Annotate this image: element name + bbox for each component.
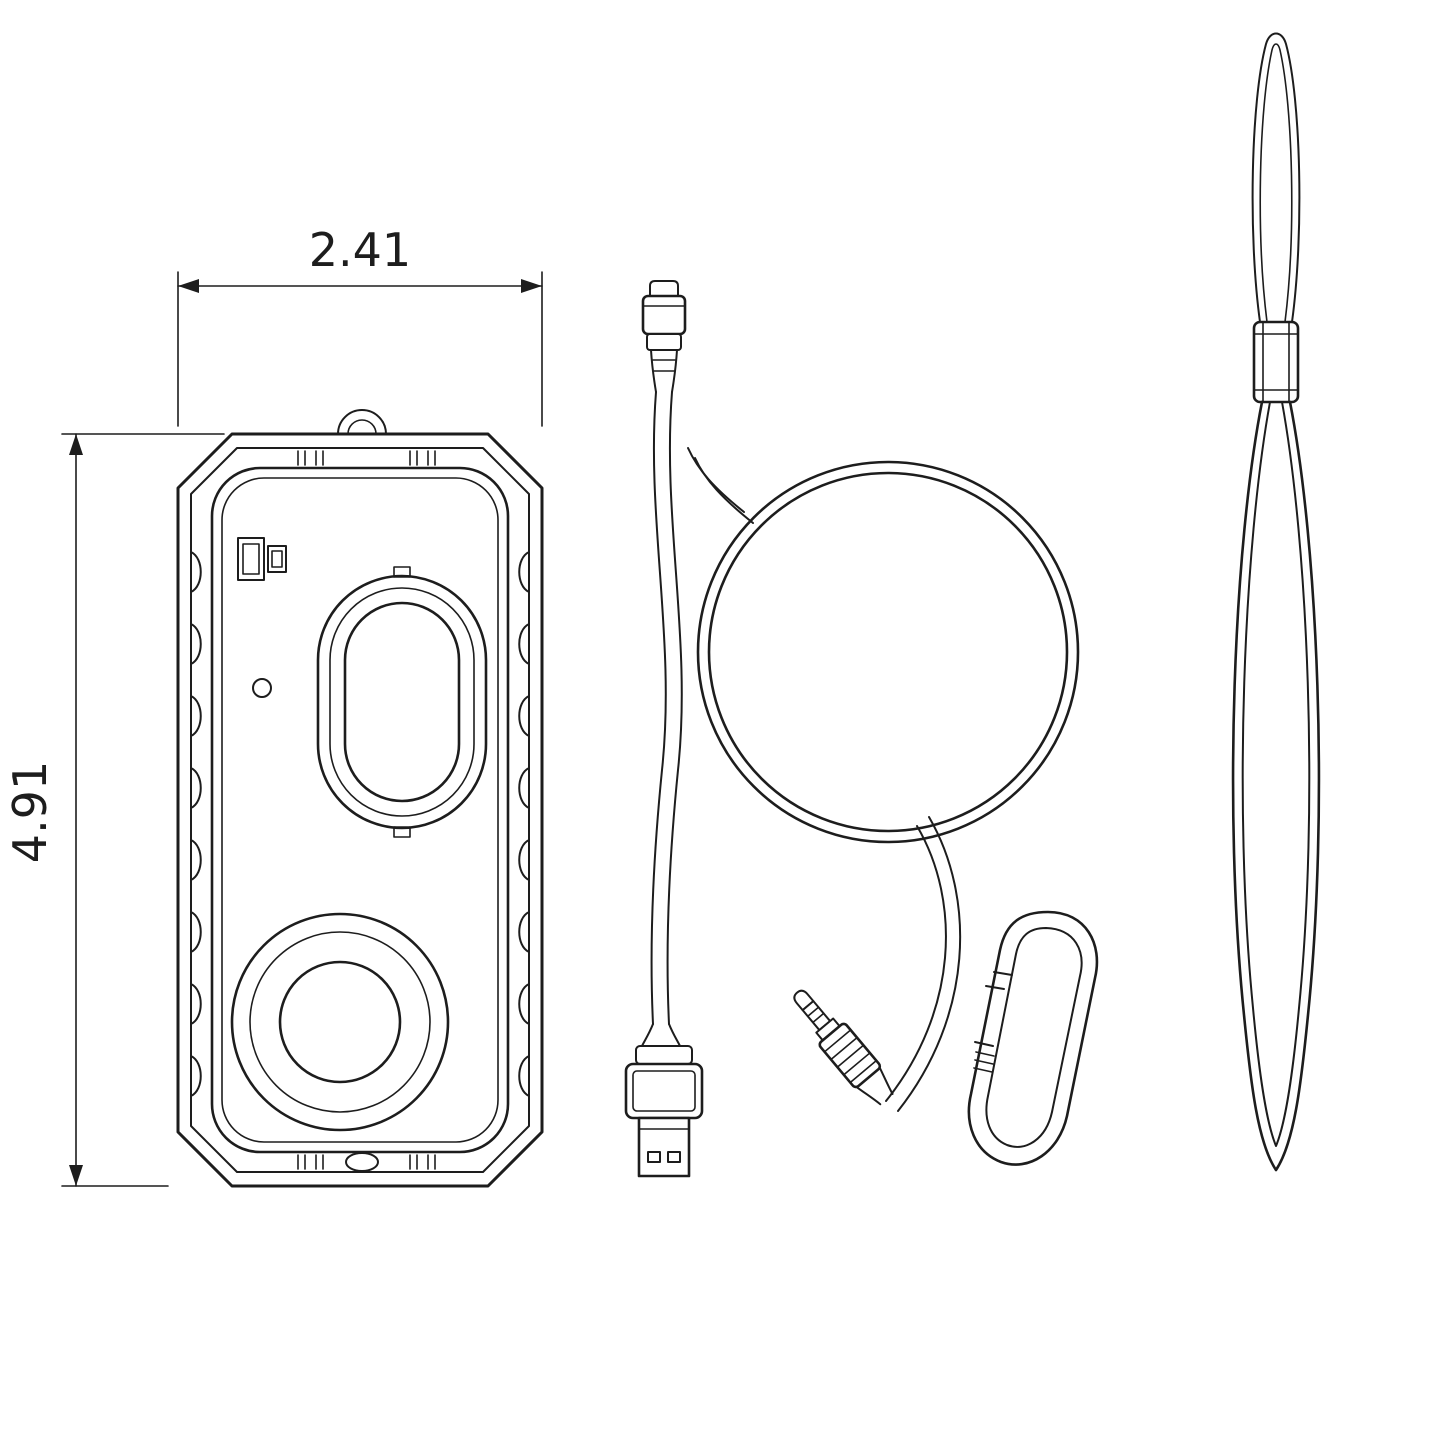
arrowhead-right-icon bbox=[521, 279, 542, 293]
arrowhead-down-icon bbox=[69, 1165, 83, 1186]
height-dimension: 4.91 bbox=[3, 433, 225, 1187]
width-dimension: 2.41 bbox=[177, 223, 543, 427]
carabiner-outer-outline bbox=[967, 910, 1099, 1166]
case-lid-outline bbox=[210, 466, 510, 1154]
carabiner bbox=[967, 910, 1099, 1166]
arrowhead-left-icon bbox=[178, 279, 199, 293]
jack-tip bbox=[793, 989, 815, 1012]
vent-marks-top bbox=[297, 450, 436, 466]
usb-a-body bbox=[624, 1062, 704, 1120]
height-dimension-label: 4.91 bbox=[3, 761, 57, 863]
usb-cable-wire bbox=[650, 391, 683, 1025]
micro-usb-connector bbox=[641, 280, 687, 393]
carabiner-gate bbox=[973, 971, 1013, 1073]
width-dimension-label: 2.41 bbox=[309, 223, 411, 277]
phone-window bbox=[316, 566, 488, 838]
aux-cable bbox=[687, 447, 1080, 1112]
arrowhead-up-icon bbox=[69, 434, 83, 455]
micro-usb-collar bbox=[646, 333, 682, 351]
window-tab-bottom bbox=[393, 826, 411, 838]
usb-a-contact-hole bbox=[647, 1151, 661, 1163]
case-lid-inner-outline bbox=[221, 477, 499, 1143]
vent-marks-bottom bbox=[297, 1154, 436, 1170]
micro-usb-shell bbox=[641, 294, 687, 336]
usb-a-connector bbox=[624, 1023, 704, 1178]
grip-notches-right bbox=[518, 551, 530, 1097]
case-outer-outline bbox=[176, 432, 544, 1188]
button bbox=[252, 678, 272, 698]
carabiner-inner-outline bbox=[985, 927, 1083, 1148]
usb-a-collar bbox=[635, 1045, 693, 1065]
audio-jack-connector bbox=[793, 989, 894, 1106]
lanyard-ferrule bbox=[1252, 320, 1300, 404]
lanyard-string-loop bbox=[1251, 32, 1301, 323]
usb-a-metal-shank bbox=[637, 1116, 691, 1178]
grip-notches-left bbox=[190, 551, 202, 1097]
hanger-loop bbox=[337, 409, 387, 435]
usb-cable bbox=[624, 280, 704, 1178]
window-tab-top bbox=[393, 566, 411, 578]
aux-cable-loop bbox=[687, 447, 1080, 844]
lanyard-cord-loop bbox=[1231, 400, 1321, 1172]
usb-a-contact-hole bbox=[667, 1151, 681, 1163]
latch bbox=[237, 537, 287, 581]
speaker-grille bbox=[230, 912, 450, 1132]
lanyard bbox=[1231, 32, 1321, 1172]
case-inner-outline bbox=[190, 447, 530, 1173]
speaker-case-front-view bbox=[176, 409, 544, 1188]
aux-cable-tail bbox=[885, 816, 962, 1112]
micro-usb-tip bbox=[649, 280, 679, 297]
bottom-latch-bump bbox=[345, 1152, 379, 1172]
